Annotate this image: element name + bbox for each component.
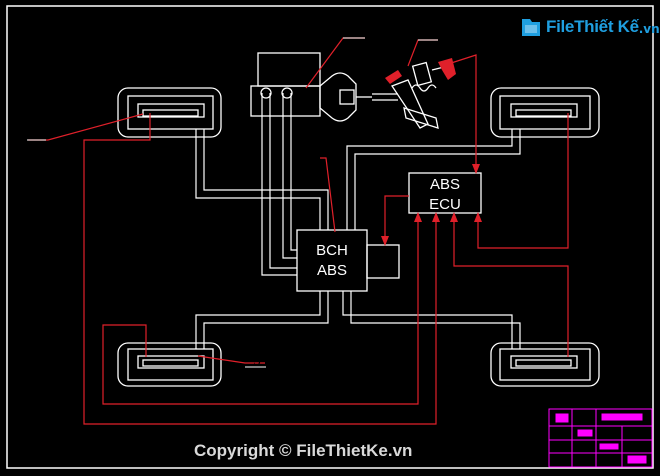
brand-name: FileThiết Kế [546,17,639,36]
brand-tld: .vn [638,22,660,36]
brake-pedal [372,61,453,129]
callout-3: 3 [427,26,435,41]
modulator-label-line2: ABS [316,262,347,279]
wheel-rear-right [490,342,600,387]
pedal-switch [385,58,456,84]
wheel-rear-left [117,342,222,387]
ecu-label-line1: ABS [429,176,460,193]
wheel-front-left [117,87,222,138]
modulator-label-line1: BCH [316,242,348,259]
callout-2: 2 [354,24,361,39]
brand-folder-icon [520,15,542,39]
master-cylinder [250,52,321,117]
abs-ecu-box [408,172,482,214]
ecu-label: ABS ECU [409,175,481,215]
brand-logo: FileThiết Kế .vn [520,12,660,42]
brake-booster [319,72,372,122]
callout-underlines [27,37,438,368]
copyright-watermark: Copyright © FileThietKe.vn [194,441,413,460]
signal-lines [28,37,569,425]
wheel-front-right [490,87,600,138]
ecu-label-line2: ECU [429,196,461,213]
callout-5: 5 [254,354,261,369]
callout-4: 4 [315,144,322,159]
callout-1: 1 [30,125,37,140]
title-block [548,408,653,468]
modulator-pump [366,244,400,279]
modulator-label: BCH ABS [297,241,367,281]
signal-arrowheads [381,164,482,246]
hydraulic-lines [195,93,521,349]
drawing-frame [6,5,654,469]
